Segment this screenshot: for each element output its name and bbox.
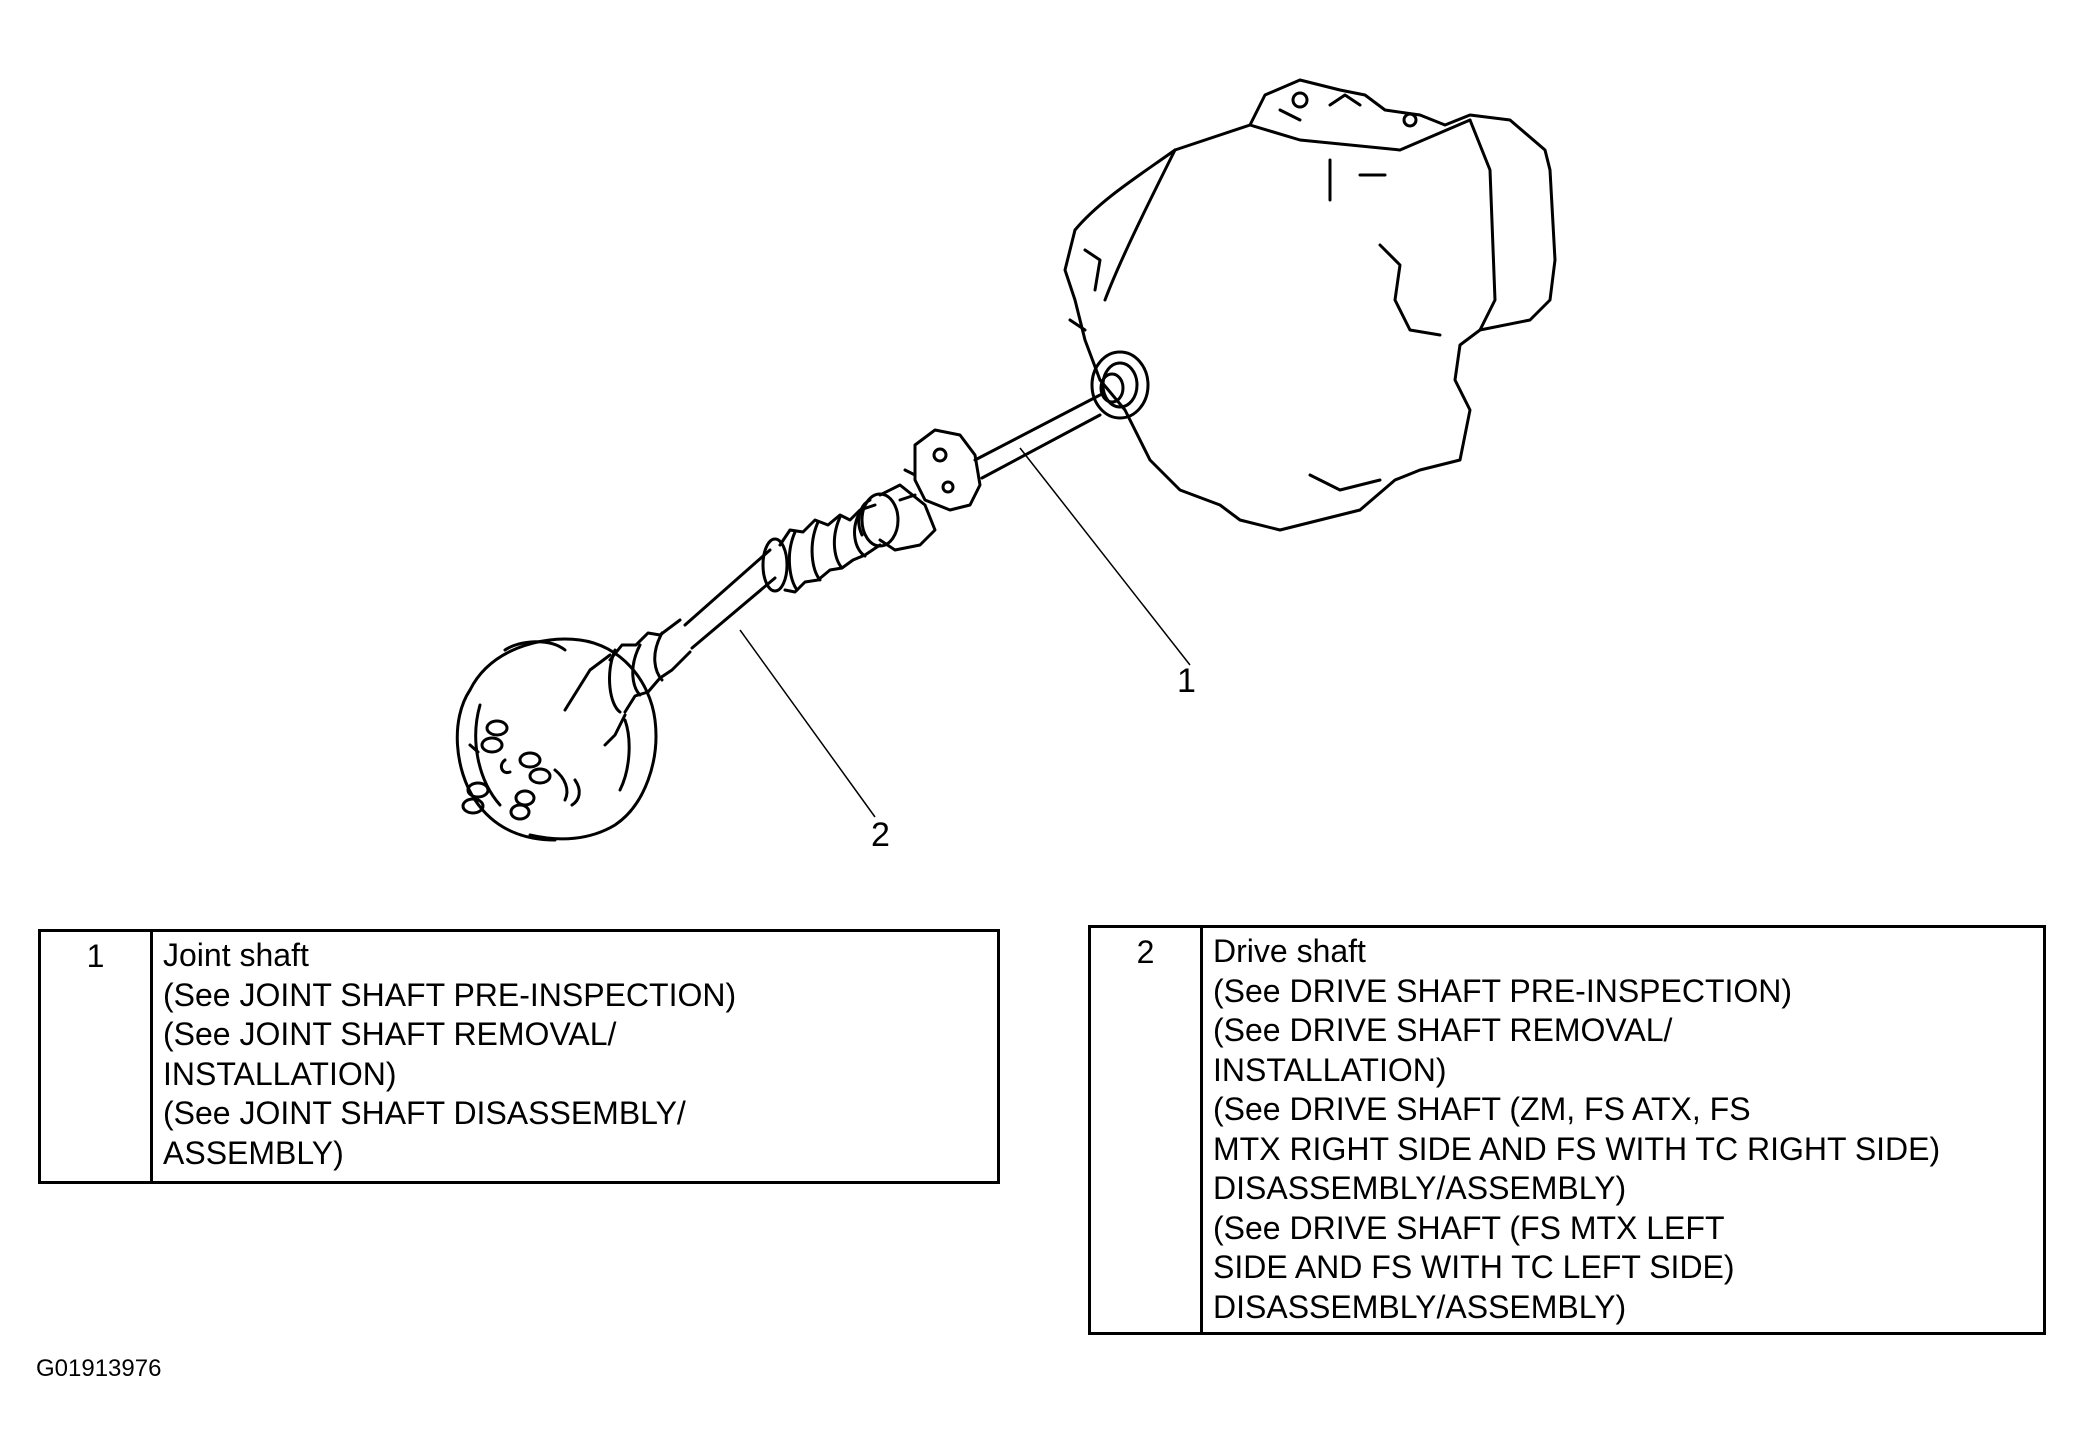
legend-box-joint-shaft: 1 Joint shaft (See JOINT SHAFT PRE-INSPE… — [38, 929, 1000, 1184]
drive-shaft — [563, 548, 777, 747]
leader-line-2 — [739, 629, 876, 818]
callout-1: 1 — [1177, 662, 1196, 700]
figure-id: G01913976 — [36, 1355, 162, 1382]
legend-line[interactable]: INSTALLATION) — [163, 1055, 397, 1092]
legend-line[interactable]: ASSEMBLY) — [163, 1134, 344, 1171]
drive-shaft-diagram — [455, 78, 1557, 842]
legend-line[interactable]: MTX RIGHT SIDE AND FS WITH TC RIGHT SIDE… — [1213, 1130, 1941, 1167]
legend-description: Joint shaft (See JOINT SHAFT PRE-INSPECT… — [153, 932, 997, 1181]
legend-line: Joint shaft — [163, 937, 309, 973]
legend-line[interactable]: INSTALLATION) — [1213, 1051, 1447, 1088]
legend-number: 2 — [1091, 928, 1203, 1332]
legend-line[interactable]: DISASSEMBLY/ASSEMBLY) — [1213, 1288, 1627, 1325]
callout-2: 2 — [871, 816, 890, 854]
legend-line[interactable]: (See JOINT SHAFT DISASSEMBLY/ — [163, 1095, 686, 1131]
inner-boot — [761, 503, 882, 594]
legend-line[interactable]: SIDE AND FS WITH TC LEFT SIDE) — [1213, 1249, 1735, 1285]
legend-number: 1 — [41, 932, 153, 1181]
legend-box-drive-shaft: 2 Drive shaft (See DRIVE SHAFT PRE-INSPE… — [1088, 925, 2046, 1335]
wheel-hub — [455, 637, 658, 842]
legend-line[interactable]: DISASSEMBLY/ASSEMBLY) — [1213, 1170, 1627, 1206]
legend-line[interactable]: (See JOINT SHAFT REMOVAL/ — [163, 1016, 617, 1052]
legend-line[interactable]: (See JOINT SHAFT PRE-INSPECTION) — [163, 976, 737, 1013]
output-seal — [1090, 350, 1150, 420]
legend-line[interactable]: (See DRIVE SHAFT PRE-INSPECTION) — [1213, 972, 1793, 1009]
legend-line[interactable]: (See DRIVE SHAFT (ZM, FS ATX, FS — [1213, 1091, 1751, 1127]
legend-line: Drive shaft — [1213, 933, 1366, 969]
transaxle-housing — [1063, 78, 1557, 532]
joint-shaft — [857, 393, 1102, 552]
legend-description: Drive shaft (See DRIVE SHAFT PRE-INSPECT… — [1203, 928, 2043, 1332]
legend-line[interactable]: (See DRIVE SHAFT REMOVAL/ — [1213, 1012, 1673, 1048]
leader-line-1 — [1019, 447, 1191, 666]
legend-line[interactable]: (See DRIVE SHAFT (FS MTX LEFT — [1213, 1209, 1725, 1246]
